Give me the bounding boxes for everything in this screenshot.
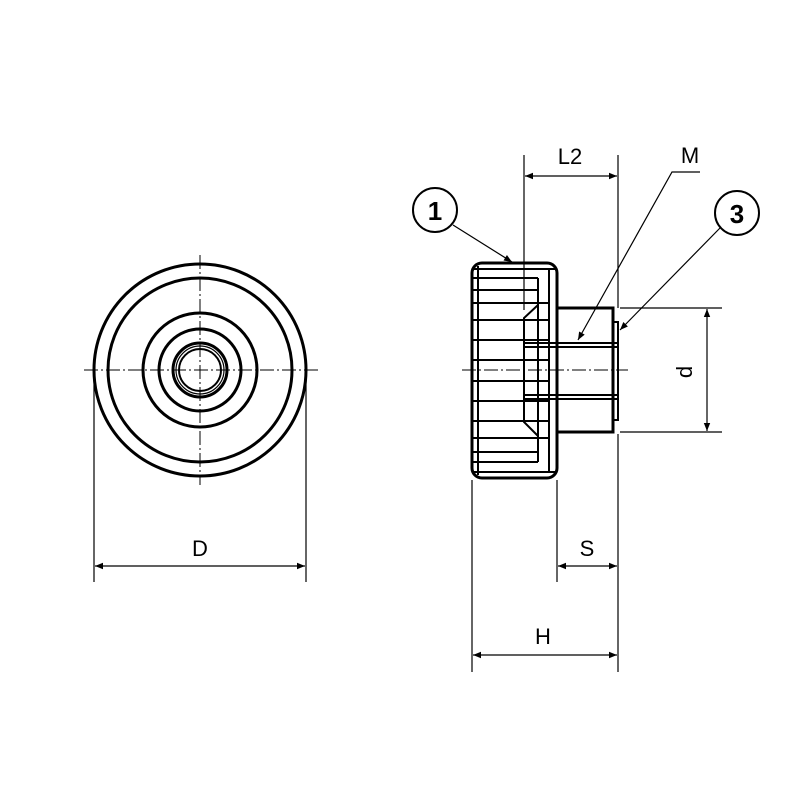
- dimension-M: M: [577, 143, 700, 341]
- dimension-H: H: [471, 480, 617, 672]
- dimension-D: D: [93, 380, 307, 582]
- dimension-label-L2: L2: [558, 144, 582, 169]
- dimension-L2: L2: [523, 144, 619, 310]
- side-view: [462, 261, 628, 480]
- balloon-1: 1: [412, 187, 513, 263]
- balloon-3: 3: [619, 190, 760, 331]
- front-view: [84, 255, 318, 485]
- dimension-label-S: S: [580, 536, 595, 561]
- dimension-S: S: [556, 434, 619, 672]
- balloon-1-label: 1: [428, 196, 442, 226]
- dimension-label-d: d: [672, 366, 697, 378]
- dimension-label-D: D: [192, 536, 208, 561]
- knurling: [473, 266, 556, 475]
- dimension-d: d: [620, 307, 722, 433]
- balloon-3-label: 3: [730, 199, 744, 229]
- washer: [612, 321, 619, 421]
- dimension-label-M: M: [681, 143, 699, 168]
- thread-lines: [524, 342, 617, 400]
- dimension-label-H: H: [535, 624, 551, 649]
